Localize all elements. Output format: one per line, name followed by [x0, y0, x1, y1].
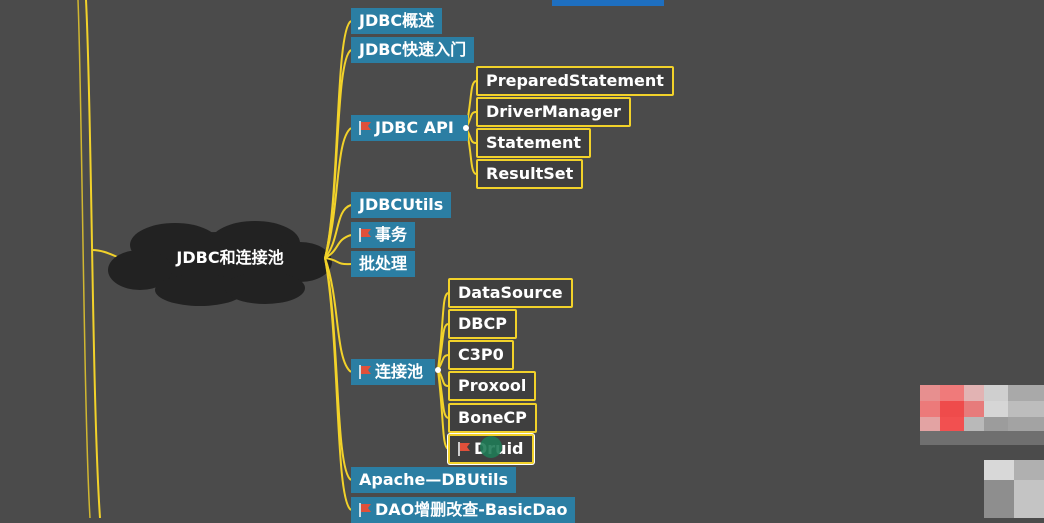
- branch-jdbc-quickstart[interactable]: JDBC快速入门: [351, 37, 475, 63]
- child-datasource[interactable]: DataSource: [448, 278, 573, 308]
- child-label: BoneCP: [458, 408, 527, 427]
- child-statement[interactable]: Statement: [476, 128, 592, 158]
- child-label: DataSource: [458, 283, 563, 302]
- branch-label: JDBC概述: [359, 11, 435, 30]
- branch-label: JDBC快速入门: [359, 40, 467, 59]
- child-label: Proxool: [458, 376, 527, 395]
- cropped-node-top: [552, 0, 664, 6]
- branch-jdbc-api[interactable]: JDBC API: [351, 115, 468, 141]
- branch-label: JDBCUtils: [359, 195, 444, 214]
- collapse-toggle-dot[interactable]: [435, 367, 441, 373]
- child-dbcp[interactable]: DBCP: [448, 309, 517, 339]
- child-label: DBCP: [458, 314, 507, 333]
- flag-icon: [359, 228, 371, 242]
- child-label: C3P0: [458, 345, 504, 364]
- flag-icon: [458, 442, 470, 456]
- branch-transaction[interactable]: 事务: [351, 222, 416, 248]
- branch-label: 事务: [375, 225, 408, 244]
- child-label: DriverManager: [486, 102, 621, 121]
- child-bonecp[interactable]: BoneCP: [448, 403, 537, 433]
- branch-label: Apache—DBUtils: [359, 470, 508, 489]
- branch-label: DAO增删改查-BasicDao: [375, 500, 568, 519]
- branch-dao-crud[interactable]: DAO增删改查-BasicDao: [351, 497, 576, 523]
- child-c3p0[interactable]: C3P0: [448, 340, 514, 370]
- child-preparedstatement[interactable]: PreparedStatement: [476, 66, 674, 96]
- branch-label: JDBC API: [375, 118, 454, 137]
- root-node-label[interactable]: JDBC和连接池: [176, 248, 284, 267]
- branch-connection-pool[interactable]: 连接池: [351, 359, 436, 385]
- child-proxool[interactable]: Proxool: [448, 371, 537, 401]
- flag-icon: [359, 503, 371, 517]
- child-resultset[interactable]: ResultSet: [476, 159, 584, 189]
- cursor-highlight: [480, 436, 502, 458]
- flag-icon: [359, 121, 371, 135]
- collapse-toggle-dot[interactable]: [463, 125, 469, 131]
- branch-batch[interactable]: 批处理: [351, 251, 416, 277]
- child-drivermanager[interactable]: DriverManager: [476, 97, 631, 127]
- child-label: Statement: [486, 133, 582, 152]
- child-label: PreparedStatement: [486, 71, 664, 90]
- branch-label: 批处理: [359, 254, 408, 273]
- child-label: ResultSet: [486, 164, 574, 183]
- branch-jdbc-overview[interactable]: JDBC概述: [351, 8, 443, 34]
- branch-apache-dbutils[interactable]: Apache—DBUtils: [351, 467, 516, 493]
- root-cloud-shape: [108, 221, 332, 306]
- branch-jdbcutils[interactable]: JDBCUtils: [351, 192, 452, 218]
- branch-label: 连接池: [375, 362, 424, 381]
- flag-icon: [359, 365, 371, 379]
